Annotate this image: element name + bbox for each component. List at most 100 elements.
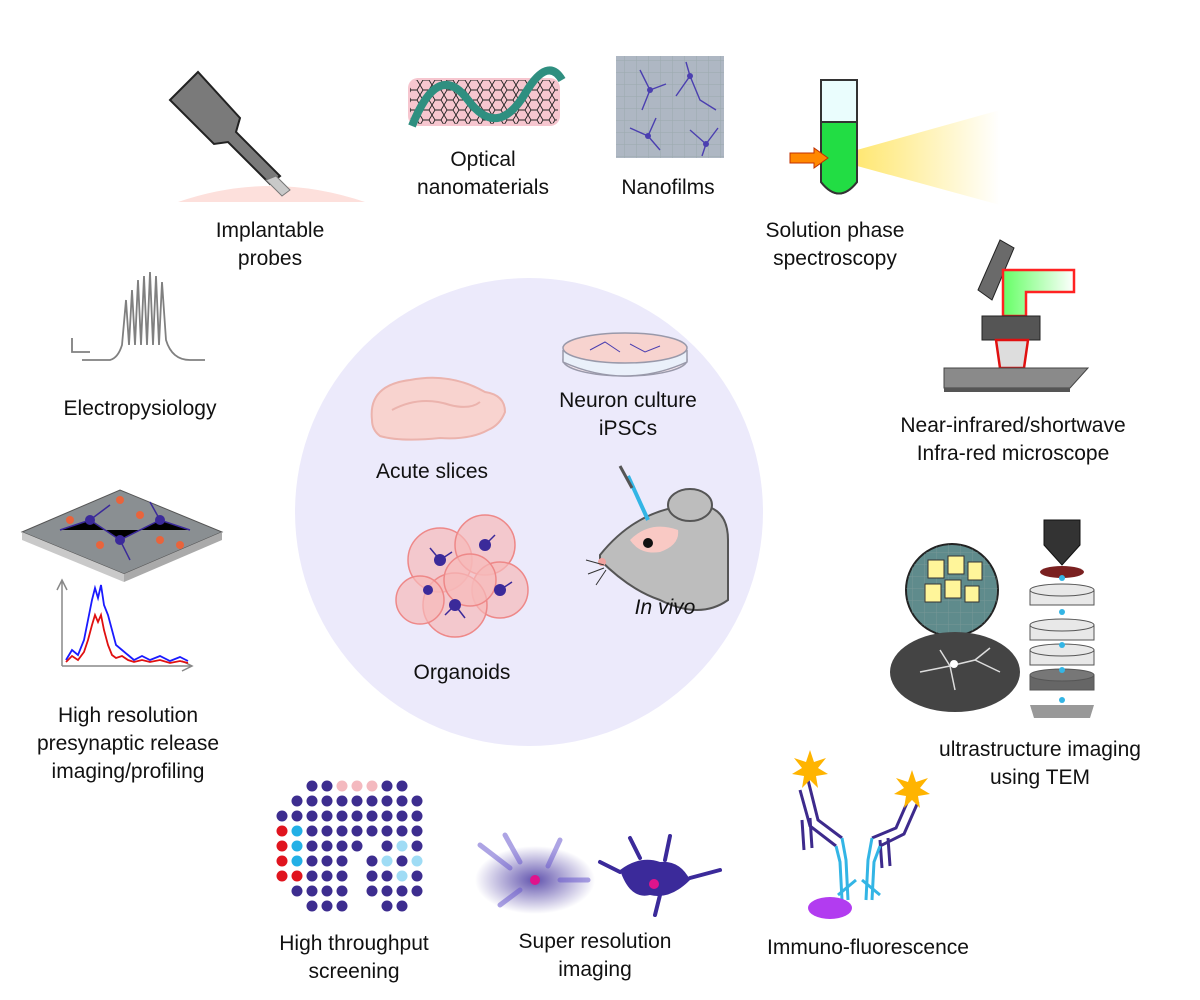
plate-well xyxy=(321,780,333,792)
plate-well xyxy=(336,840,348,852)
plate-well xyxy=(336,780,348,792)
plate-well xyxy=(321,870,333,882)
plate-well xyxy=(396,900,408,912)
plate-well xyxy=(366,810,378,822)
neuron-culture-label: Neuron culture iPSCs xyxy=(538,387,718,443)
implantable-probes-label: Implantable probes xyxy=(190,217,350,273)
nanotube-icon xyxy=(408,66,566,128)
plate-well xyxy=(411,840,423,852)
plate-well xyxy=(321,795,333,807)
plate-well xyxy=(336,855,348,867)
plate-well xyxy=(366,885,378,897)
plate-well xyxy=(276,840,288,852)
plate-well xyxy=(411,870,423,882)
release-trace-icon xyxy=(56,578,194,672)
plate-well xyxy=(306,825,318,837)
label-line: probes xyxy=(237,247,303,270)
plate-well xyxy=(396,885,408,897)
plate-well xyxy=(381,870,393,882)
label-line: Optical xyxy=(450,148,516,171)
plate-well xyxy=(351,825,363,837)
plate-well xyxy=(381,840,393,852)
solution-phase-label: Solution phase spectroscopy xyxy=(740,217,930,273)
petri-dish-icon xyxy=(562,332,688,377)
well-plate-icon xyxy=(276,780,423,912)
plate-well xyxy=(396,780,408,792)
organoid-icon xyxy=(395,514,529,638)
plate-well xyxy=(366,795,378,807)
immunofluorescence-label: Immuno-fluorescence xyxy=(738,934,998,962)
label-line: Electropysiology xyxy=(63,397,217,420)
plate-well xyxy=(381,885,393,897)
plate-well xyxy=(291,795,303,807)
label-line: spectroscopy xyxy=(773,247,897,270)
plate-well xyxy=(306,885,318,897)
plate-well xyxy=(336,885,348,897)
plate-well xyxy=(291,810,303,822)
plate-well xyxy=(291,870,303,882)
plate-well xyxy=(366,780,378,792)
plate-well xyxy=(321,840,333,852)
microscope-icon xyxy=(943,239,1090,392)
nanofilms-label: Nanofilms xyxy=(603,174,733,202)
plate-well xyxy=(411,885,423,897)
plate-well xyxy=(306,780,318,792)
plate-well xyxy=(276,810,288,822)
label-line: imaging/profiling xyxy=(51,760,205,783)
plate-well xyxy=(306,840,318,852)
super-resolution-label: Super resolution imaging xyxy=(490,928,700,984)
plate-well xyxy=(291,840,303,852)
presynaptic-label: High resolution presynaptic release imag… xyxy=(8,702,248,786)
plate-well xyxy=(336,825,348,837)
plate-well xyxy=(291,885,303,897)
plate-well xyxy=(336,870,348,882)
plate-well xyxy=(366,870,378,882)
plate-well xyxy=(411,825,423,837)
label-line: Nanofilms xyxy=(621,176,715,199)
plate-well xyxy=(306,870,318,882)
plate-well xyxy=(276,825,288,837)
plate-well xyxy=(276,855,288,867)
plate-well xyxy=(411,855,423,867)
probe-icon xyxy=(168,70,365,202)
nir-microscope-label: Near-infrared/shortwave Infra-red micros… xyxy=(873,412,1153,468)
plate-well xyxy=(366,825,378,837)
plate-well xyxy=(381,780,393,792)
plate-well xyxy=(351,810,363,822)
optical-nanomaterials-label: Optical nanomaterials xyxy=(393,146,573,202)
label-line: screening xyxy=(308,960,400,983)
plate-well xyxy=(396,855,408,867)
brain-slice-icon xyxy=(370,376,507,441)
nanofilm-icon xyxy=(616,56,724,158)
plate-well xyxy=(321,900,333,912)
label-line: imaging xyxy=(558,958,632,981)
antibody-icon xyxy=(792,750,930,919)
tem-column-icon xyxy=(890,519,1095,718)
plate-well xyxy=(276,870,288,882)
plate-well xyxy=(306,810,318,822)
electrophysiology-label: Electropysiology xyxy=(40,395,240,423)
plate-well xyxy=(351,840,363,852)
plate-well xyxy=(396,840,408,852)
plate-well xyxy=(291,855,303,867)
plate-well xyxy=(321,885,333,897)
label-line: nanomaterials xyxy=(417,176,549,199)
label-line: Infra-red microscope xyxy=(916,442,1110,465)
plate-well xyxy=(396,810,408,822)
spike-trace-icon xyxy=(71,271,205,361)
label-line: Organoids xyxy=(413,661,511,684)
label-line: In vivo xyxy=(634,596,696,619)
label-line: iPSCs xyxy=(598,417,658,440)
plate-well xyxy=(411,795,423,807)
label-line: Implantable xyxy=(215,219,325,242)
plate-well xyxy=(381,855,393,867)
label-line: Super resolution xyxy=(518,930,672,953)
label-line: Acute slices xyxy=(375,460,489,483)
plate-well xyxy=(366,855,378,867)
tem-label: ultrastructure imaging using TEM xyxy=(910,736,1170,792)
plate-well xyxy=(321,855,333,867)
in-vivo-label: In vivo xyxy=(610,594,720,622)
plate-well xyxy=(336,900,348,912)
